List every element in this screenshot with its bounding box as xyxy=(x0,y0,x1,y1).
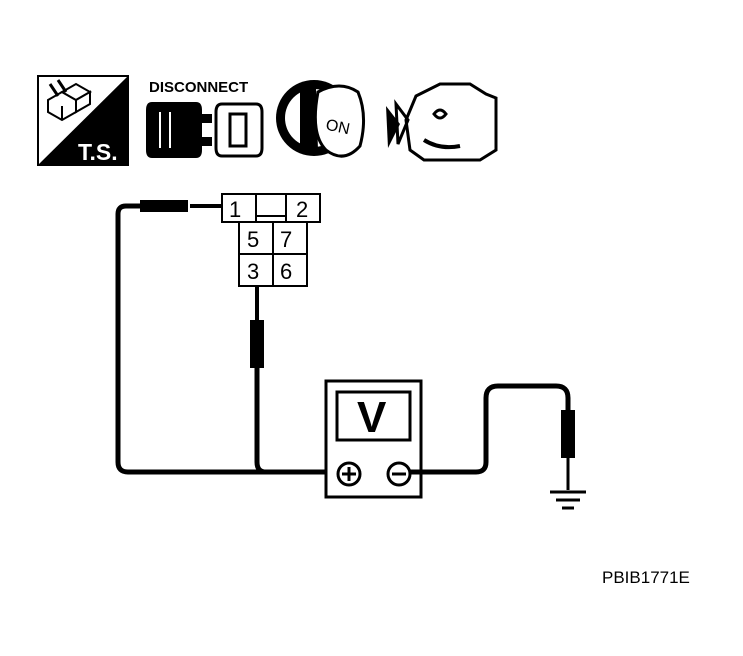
pin-label: 6 xyxy=(280,259,292,284)
disconnect-icon: DISCONNECT xyxy=(146,79,264,158)
pin-label: 1 xyxy=(229,197,241,222)
figure-code: PBIB1771E xyxy=(602,568,690,587)
voltmeter: V xyxy=(324,379,423,499)
meter-display xyxy=(335,390,412,442)
probe-lead-pin-3 xyxy=(250,286,267,475)
ground-lead xyxy=(410,383,575,490)
pin-2-cell xyxy=(285,193,321,223)
positive-terminal-icon xyxy=(336,461,362,487)
engine-icon xyxy=(386,82,498,162)
harness-connector: 1 2 5 7 3 6 xyxy=(221,193,321,287)
ts-label: T.S. xyxy=(78,139,118,165)
probe-lead-pin-1 xyxy=(115,200,335,475)
pin-label: 5 xyxy=(247,227,259,252)
pin-label: 7 xyxy=(280,227,292,252)
pin-6-cell xyxy=(272,253,308,287)
ground-icon xyxy=(550,490,586,510)
trouble-shooting-icon: T.S. xyxy=(37,75,129,166)
ignition-on-label: ON xyxy=(324,117,351,139)
pin-label: 2 xyxy=(296,197,308,222)
ignition-key-icon: ON xyxy=(276,80,365,158)
meter-symbol: V xyxy=(357,393,387,442)
pin-label: 3 xyxy=(247,259,259,284)
negative-terminal-icon xyxy=(386,461,412,487)
disconnect-label: DISCONNECT xyxy=(149,79,248,96)
